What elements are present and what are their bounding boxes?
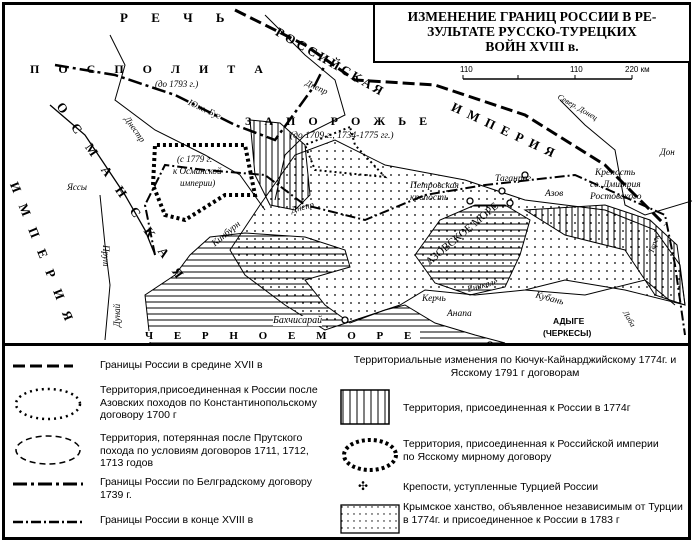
label-prut: Прут (101, 245, 111, 267)
legend-crimean-khanate: Крымское ханство, объявленное независимы… (403, 501, 683, 526)
fortress-icon: ✣ (358, 479, 369, 493)
legend-annexed-1774: Территория, присоединенная к России в 17… (403, 402, 631, 414)
label-zaporozhye-date: (до 1709 г., 1734-1775 гг.) (290, 131, 394, 141)
legend-sample-border-17c (13, 364, 73, 368)
label-pospolita-date: (до 1793 г.) (155, 79, 199, 89)
label-taganrog: Таганрог (495, 174, 532, 184)
label-1779-1: (с 1779 г. (177, 154, 213, 164)
legend-sample-crimean-khanate (340, 504, 400, 534)
legend-border-17c: Границы России в средине XVII в (100, 359, 263, 371)
legend-sample-belgrade (13, 482, 83, 486)
scale-tick-label: 110 (460, 65, 473, 74)
title-line-3: ВОЙН XVIII в. (485, 39, 579, 54)
map-title: ИЗМЕНЕНИЕ ГРАНИЦ РОССИИ В РЕ- ЗУЛЬТАТЕ Р… (373, 5, 689, 63)
legend-sample-azov (14, 387, 82, 421)
legend-border-end-18c: Границы России в конце XVIII в (100, 514, 254, 526)
label-zaporozhye: З А П О Р О Ж Ь Е (245, 114, 433, 128)
label-1779-3: империи) (180, 178, 216, 188)
label-yassy: Яссы (67, 182, 87, 192)
label-krepost-3: Ростовского (590, 192, 642, 202)
label-azov: Азов (545, 189, 564, 199)
label-adyge-2: (ЧЕРКЕСЫ) (543, 328, 592, 338)
title-line-1: ИЗМЕНЕНИЕ ГРАНИЦ РОССИИ В РЕ- (407, 9, 657, 24)
fortress-markers (341, 171, 529, 343)
azov-sea (414, 204, 531, 296)
scale-bar: 110 0 110 220 км (460, 65, 697, 81)
label-anapa: Анапа (447, 309, 472, 319)
map-area: Р Е Ч Ь П О С П О Л И Т А (до 1793 г.) Р… (5, 5, 692, 343)
legend-prut-lost: Территория, потерянная после Прутского п… (100, 432, 309, 469)
legend-annexed-jassy: Территория, присоединенная к Российской … (403, 438, 659, 463)
label-black-sea: Ч Е Р Н О Е М О Р Е (145, 330, 421, 342)
map-drawing (49, 8, 692, 343)
legend-changes-header: Территориальные изменения по Кючук-Кайна… (353, 354, 677, 379)
label-krepost-1: Крепость (595, 168, 636, 178)
black-sea (144, 232, 506, 343)
label-bakhchisaray: Бахчисарай (273, 315, 323, 326)
legend: Границы России в средине XVII в Территор… (5, 343, 689, 541)
label-petrovskaya-1: Петровская (410, 181, 459, 191)
title-line-2: ЗУЛЬТАТЕ РУССКО-ТУРЕЦКИХ (427, 24, 637, 39)
scale-tick-label: 110 (570, 65, 583, 74)
label-1779-2: к Османской (173, 166, 222, 176)
map-frame (2, 2, 691, 540)
label-pospolita: П О С П О Л И Т А (30, 62, 271, 76)
border-end-18c (143, 163, 686, 336)
legend-azov-territory: Территория,присоединенная к России после… (100, 384, 318, 421)
legend-sample-prut (15, 435, 81, 465)
label-petrovskaya-2: крепость (410, 193, 449, 203)
label-krepost-2: св. Дмитрия (590, 180, 641, 190)
label-dunay: Дунай (112, 303, 122, 327)
jassy-territory (150, 143, 258, 223)
label-don: Дон (660, 147, 675, 157)
scale-tick-label: 220 км (625, 65, 650, 74)
legend-fortresses: Крепости, уступленные Турцией России (403, 481, 599, 493)
legend-belgrade-border: Границы России по Белградскому договору … (100, 476, 313, 501)
legend-sample-annexed-1774 (340, 389, 390, 425)
scale-line (462, 75, 633, 80)
azov-1700-territory (303, 125, 388, 179)
label-kerch: Керчь (422, 294, 446, 304)
legend-sample-end-18c (13, 520, 83, 524)
legend-sample-jassy (342, 438, 398, 472)
border-17c (234, 8, 667, 227)
border-1739 (54, 63, 327, 142)
label-adyge-1: АДЫГЕ (553, 316, 585, 326)
label-rech: Р Е Ч Ь (120, 10, 235, 25)
